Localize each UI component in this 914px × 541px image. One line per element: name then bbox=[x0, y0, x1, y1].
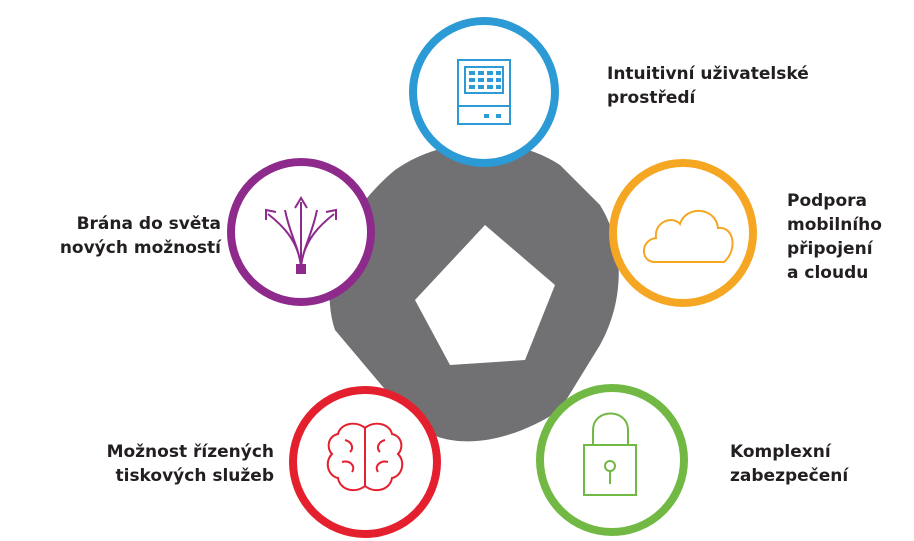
monitor-icon bbox=[457, 59, 511, 125]
cloud-icon bbox=[642, 209, 734, 263]
label-security: Komplexní zabezpečení bbox=[730, 442, 849, 486]
brain-icon bbox=[326, 422, 404, 492]
cloud-circle bbox=[609, 159, 757, 307]
label-services: Možnost řízených tiskových služeb bbox=[106, 442, 274, 486]
label-cloud: Podpora mobilního připojení a cloudu bbox=[787, 191, 882, 283]
label-interface: Intuitivní uživatelské prostředí bbox=[607, 64, 809, 108]
node-interface bbox=[409, 17, 559, 167]
hub-ring bbox=[329, 143, 619, 442]
gateway-base-square bbox=[296, 264, 306, 274]
node-gateway bbox=[227, 158, 375, 306]
branching-arrows-icon bbox=[265, 196, 337, 267]
security-circle bbox=[536, 384, 688, 536]
padlock-icon bbox=[583, 412, 637, 496]
node-security bbox=[536, 384, 688, 536]
label-gateway: Brána do světa nových možností bbox=[59, 214, 221, 258]
node-cloud bbox=[609, 159, 757, 307]
node-services bbox=[289, 386, 441, 538]
